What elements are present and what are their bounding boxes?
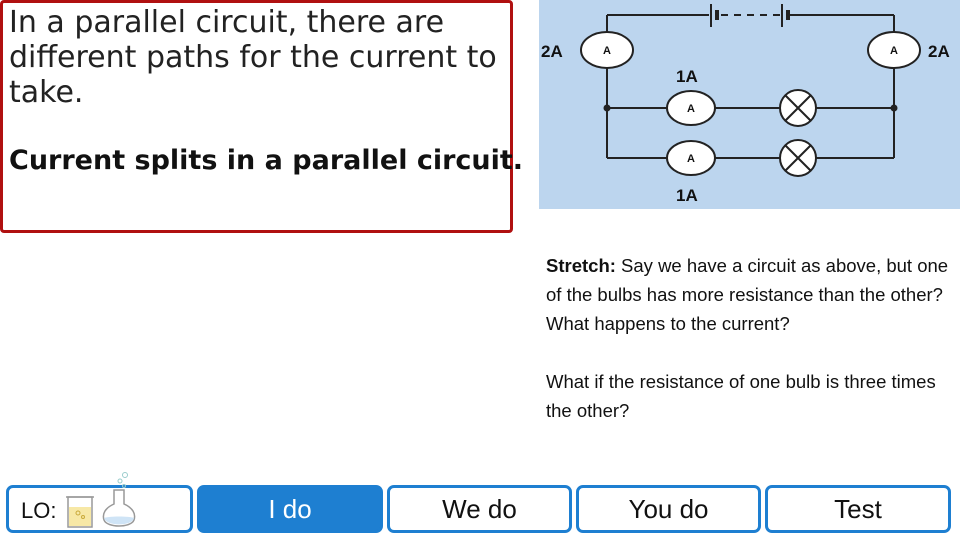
branch-2-current-label: 1A: [676, 186, 698, 205]
intro-textbox: In a parallel circuit, there are differe…: [0, 0, 523, 233]
ammeter-branch-1-symbol: A: [687, 103, 695, 115]
ammeter-left: A: [580, 31, 634, 69]
tab-test[interactable]: Test: [765, 485, 951, 533]
tab-you-do[interactable]: You do: [576, 485, 761, 533]
circuit-diagram: A A A A 2A 2A 1A 1: [539, 0, 960, 209]
ammeter-right: A: [867, 31, 921, 69]
left-current-label: 2A: [541, 42, 563, 61]
beaker-icon: [66, 496, 94, 528]
stretch-question-2: What if the resistance of one bulb is th…: [546, 371, 936, 421]
junction-right: [890, 104, 898, 112]
ammeter-branch-2: A: [666, 140, 716, 176]
ammeter-branch-1: A: [666, 90, 716, 126]
bulb-2: [779, 139, 817, 177]
stretch-question-1: Say we have a circuit as above, but one …: [546, 255, 949, 334]
stretch-question: Stretch: Say we have a circuit as above,…: [546, 251, 951, 425]
flask-icon: [102, 472, 136, 527]
intro-text: In a parallel circuit, there are differe…: [9, 5, 497, 110]
intro-bold-text: Current splits in a parallel circuit.: [9, 145, 524, 176]
ammeter-branch-2-symbol: A: [687, 153, 695, 165]
stretch-gap: [546, 338, 951, 367]
stretch-label: Stretch:: [546, 255, 616, 276]
stretch-paragraph-1: Stretch: Say we have a circuit as above,…: [546, 251, 951, 338]
lo-label: LO:: [21, 498, 57, 523]
right-current-label: 2A: [928, 42, 950, 61]
bulb-1: [779, 89, 817, 127]
ammeter-right-symbol: A: [890, 45, 898, 57]
circuit-svg: A A A A 2A 2A 1A 1: [541, 4, 950, 205]
learning-objective-box[interactable]: LO:: [6, 472, 193, 533]
tab-i-do[interactable]: I do: [197, 485, 383, 533]
ammeter-left-symbol: A: [603, 45, 611, 57]
branch-1-current-label: 1A: [676, 67, 698, 86]
junction-left: [603, 104, 611, 112]
tab-we-do[interactable]: We do: [387, 485, 572, 533]
